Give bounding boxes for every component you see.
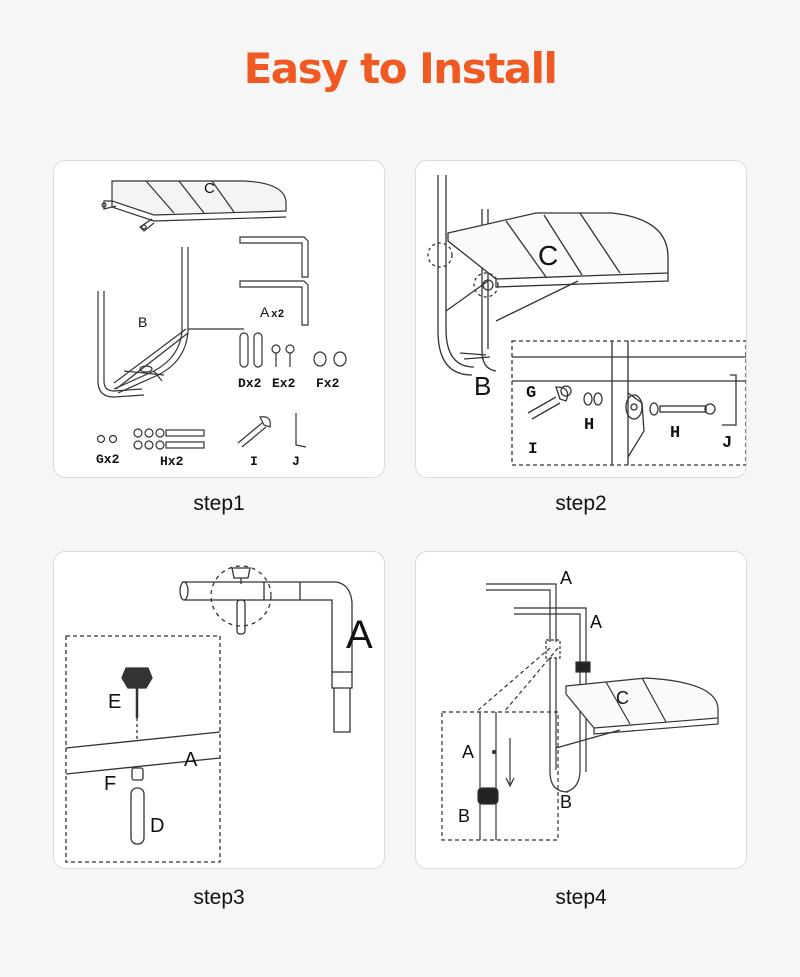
label-b: B <box>560 792 572 812</box>
step2-caption: step2 <box>555 492 607 515</box>
step1-caption: step1 <box>193 492 245 515</box>
wrench-tool <box>237 416 271 448</box>
step2-labels: C B G H H I J <box>474 240 732 458</box>
label-a: A <box>184 749 198 771</box>
label-b: B <box>474 371 491 401</box>
label-a1: A <box>560 568 572 588</box>
step2-diagram <box>427 175 746 466</box>
label-j: J <box>292 454 300 469</box>
label-g: Gx2 <box>96 452 120 467</box>
label-h2: H <box>670 424 680 443</box>
label-i: I <box>528 440 538 458</box>
label-h: Hx2 <box>160 454 184 469</box>
label-b: B <box>138 314 147 330</box>
label-j: J <box>722 434 732 453</box>
allen-key-tool <box>295 413 307 448</box>
label-a-qty: x2 <box>271 309 284 321</box>
label-e: Ex2 <box>272 376 296 391</box>
step3-labels: A E A F D <box>104 613 373 837</box>
label-h1: H <box>584 416 594 435</box>
page-title: Easy to Install <box>243 44 558 93</box>
step1-labels: C B A x2 Dx2 Ex2 Fx2 Gx2 Hx2 I J <box>96 180 340 469</box>
label-f: F <box>104 773 116 795</box>
step4-diagram <box>441 583 719 841</box>
knob-parts <box>271 344 295 367</box>
label-d: Dx2 <box>238 376 262 391</box>
label-d: D <box>150 815 164 837</box>
label-i: I <box>250 454 258 469</box>
label-f: Fx2 <box>316 376 340 391</box>
label-e: E <box>108 691 121 713</box>
bolt-parts <box>133 428 205 450</box>
pin-parts <box>239 332 263 368</box>
bracket-parts <box>239 236 309 326</box>
step2-card: C B G H H I J <box>415 160 747 478</box>
step1-diagram <box>96 180 347 450</box>
label-g: G <box>526 384 536 403</box>
spacer-parts <box>313 351 347 367</box>
step4-card: A A C B A B <box>415 551 747 869</box>
label-a-large: A <box>346 613 373 657</box>
label-c: C <box>204 180 215 197</box>
tabletop-part <box>101 180 287 232</box>
label-c: C <box>538 240 558 271</box>
step3-caption: step3 <box>193 886 245 909</box>
step1-card: C B A x2 Dx2 Ex2 Fx2 Gx2 Hx2 I J <box>53 160 385 478</box>
label-b-inset: B <box>458 806 470 826</box>
step4-labels: A A C B A B <box>458 568 629 826</box>
label-a: A <box>260 304 270 320</box>
step3-card: A E A F D <box>53 551 385 869</box>
label-a2: A <box>590 612 602 632</box>
step3-diagram <box>65 565 353 863</box>
nut-parts <box>96 434 118 444</box>
label-a-inset: A <box>462 742 474 762</box>
step4-caption: step4 <box>555 886 607 909</box>
frame-part <box>97 247 244 398</box>
label-c: C <box>616 688 629 708</box>
